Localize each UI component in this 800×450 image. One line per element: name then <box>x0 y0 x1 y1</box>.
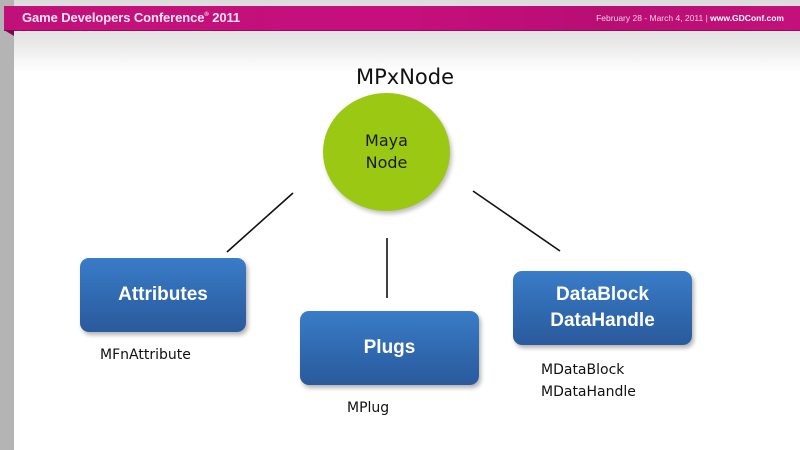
conference-banner: Game Developers Conference® 2011 Februar… <box>4 6 800 31</box>
separator: | <box>705 13 708 23</box>
conference-dates: February 28 - March 4, 2011 <box>596 13 704 23</box>
connector-datablock <box>472 190 561 252</box>
left-strip <box>0 0 14 450</box>
plugs-box: Plugs <box>300 311 479 385</box>
plugs-caption: MPlug <box>347 400 390 416</box>
conference-title: Game Developers Conference® 2011 <box>22 10 241 25</box>
datablock-box: DataBlock DataHandle <box>513 271 692 345</box>
attributes-caption: MFnAttribute <box>100 347 191 363</box>
maya-node-circle: Maya Node <box>323 93 450 211</box>
connector-attributes <box>226 192 294 253</box>
attributes-box: Attributes <box>80 258 246 332</box>
conference-info: February 28 - March 4, 2011 | www.GDConf… <box>596 13 784 23</box>
conference-url: www.GDConf.com <box>710 13 784 23</box>
diagram-heading: MPxNode <box>355 65 455 89</box>
datablock-caption: MDataBlock MDataHandle <box>541 362 636 400</box>
banner-fold <box>4 30 14 36</box>
